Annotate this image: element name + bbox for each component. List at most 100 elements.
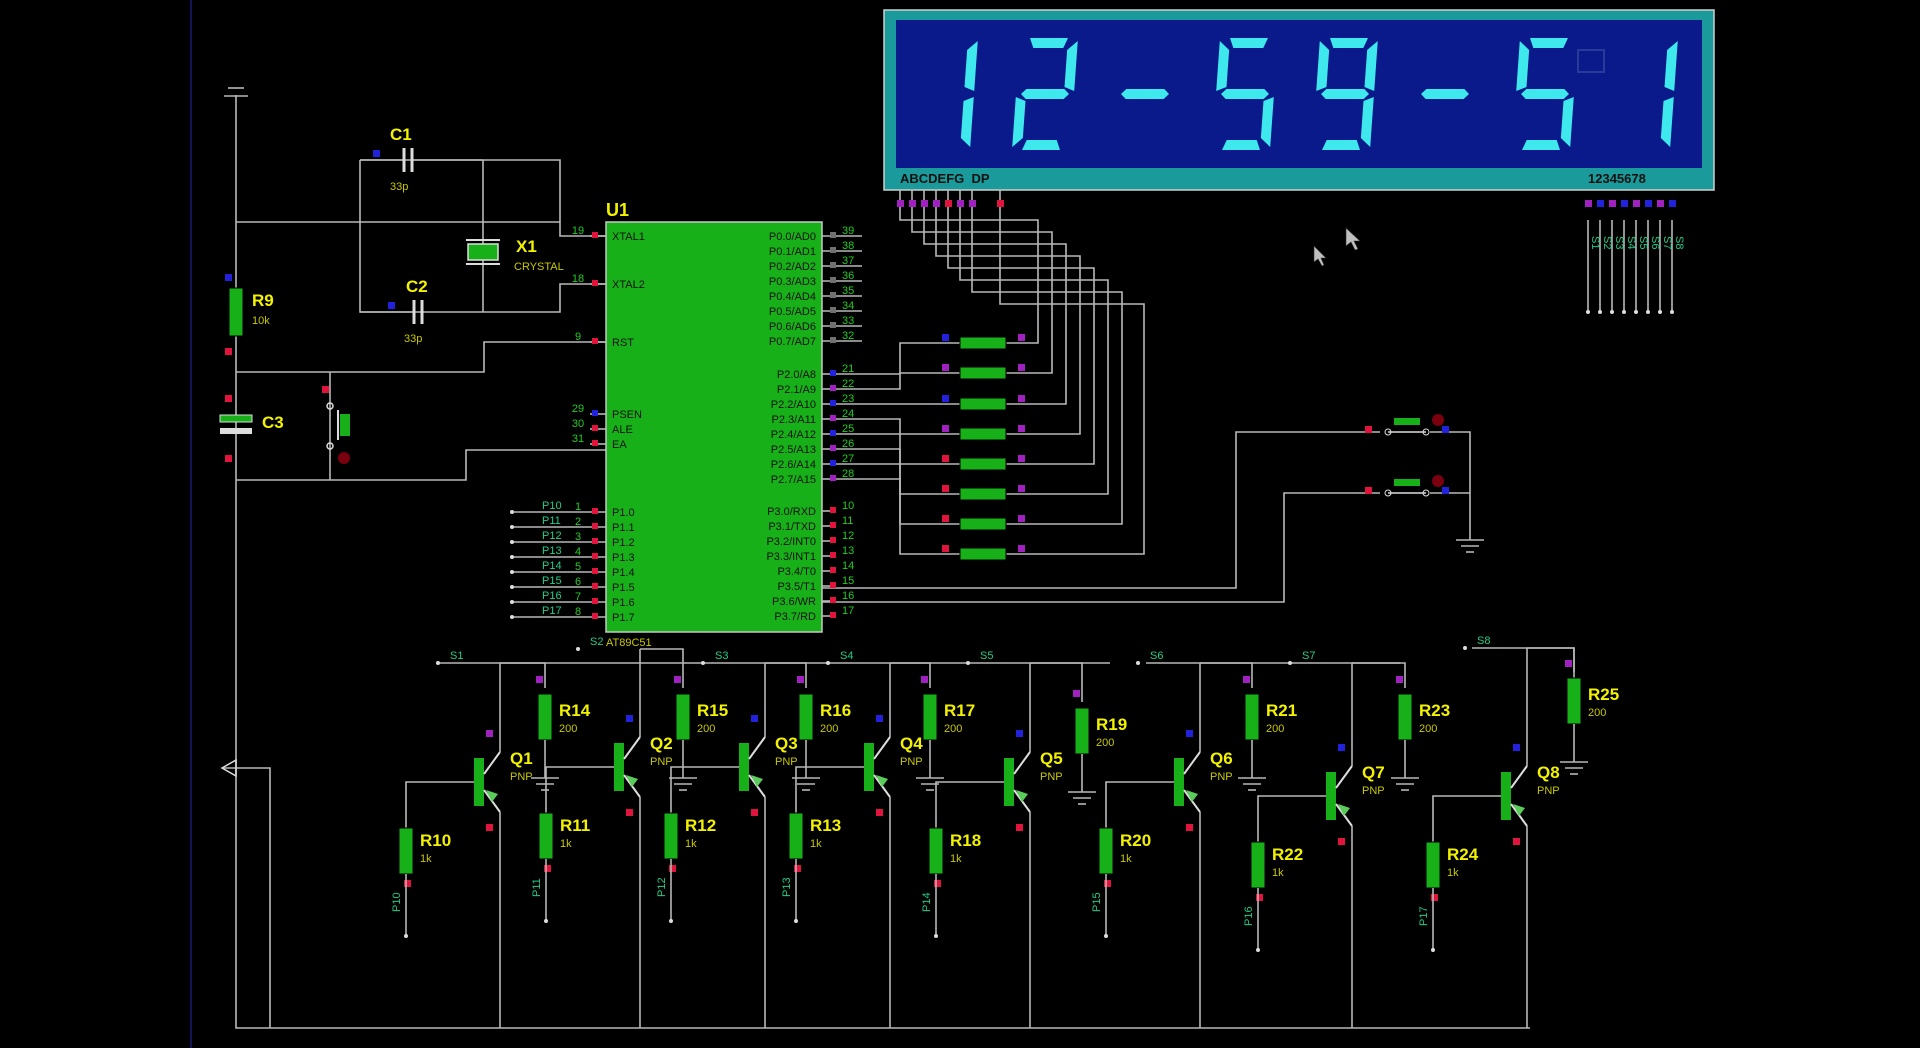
mcu-pin-number: 24 (842, 408, 854, 420)
transistor-ref: Q5 (1040, 749, 1063, 768)
mcu-pin-name: P1.0 (612, 507, 635, 519)
driver-net-label: S8 (1477, 635, 1490, 647)
resistor-r9[interactable]: R9 10k (225, 274, 274, 355)
mcu-pin-number: 31 (572, 433, 584, 445)
digit-net-label: S4 (1625, 236, 1637, 249)
mcu-pin-number: 32 (842, 330, 854, 342)
mcu-pin-number: 14 (842, 560, 854, 572)
mcu-pin-number: 17 (842, 605, 854, 617)
mcu-pin-name: P1.2 (612, 537, 635, 549)
transistor-type: PNP (650, 756, 673, 768)
driver-net-label: S6 (1150, 650, 1163, 662)
p1-net-label: P14 (542, 560, 562, 572)
collector-resistor-ref: R23 (1419, 701, 1450, 720)
mcu-pin-number: 8 (575, 606, 581, 618)
capacitor-c2[interactable]: C2 33p (360, 277, 428, 345)
collector-resistor-value: 200 (1096, 737, 1114, 749)
mcu-pin-name: P3.0/RXD (767, 506, 816, 518)
u1-ref: U1 (606, 200, 629, 220)
p1-net-label: P10 (542, 500, 562, 512)
capacitor-c3[interactable]: C3 (219, 395, 284, 462)
display-segment-labels: ABCDEFG DP (900, 171, 990, 186)
display-digit (1512, 38, 1589, 151)
mcu-pin-name: EA (612, 439, 627, 451)
mcu-pin-name: P1.7 (612, 612, 635, 624)
x1-ref: X1 (516, 237, 537, 256)
mcu-pin-name: P3.2/INT0 (766, 536, 816, 548)
mcu-pin-number: 25 (842, 423, 854, 435)
reset-button[interactable] (322, 386, 350, 464)
mcu-pin-name: P0.0/AD0 (769, 231, 816, 243)
display-digit (1612, 38, 1689, 151)
driver-net-label: S3 (715, 650, 728, 662)
crystal-x1[interactable]: X1 CRYSTAL (466, 237, 564, 273)
mcu-pin-name: P0.6/AD6 (769, 321, 816, 333)
base-net-label: P13 (781, 877, 793, 897)
mcu-pin-name: P3.3/INT1 (766, 551, 816, 563)
mcu-pin-number: 16 (842, 590, 854, 602)
transistor-ref: Q8 (1537, 763, 1560, 782)
mcu-pin-name: RST (612, 337, 634, 349)
base-resistor-value: 1k (1447, 867, 1459, 879)
digit-net-label: S8 (1673, 236, 1685, 249)
mcu-pin-name: XTAL2 (612, 279, 645, 291)
mcu-pin-number: 29 (572, 403, 584, 415)
mcu-pin-number: 1 (575, 501, 581, 513)
display-digit (1212, 38, 1289, 151)
mcu-pin-name: P2.3/A11 (772, 414, 816, 426)
p1-net-label: P12 (542, 530, 562, 542)
mcu-pin-number: 30 (572, 418, 584, 430)
transistor-ref: Q4 (900, 734, 923, 753)
mcu-pin-number: 35 (842, 285, 854, 297)
mcu-pin-number: 34 (842, 300, 854, 312)
base-net-label: P17 (1418, 906, 1430, 926)
p1-net-label: P17 (542, 605, 562, 617)
base-resistor-ref: R13 (810, 816, 841, 835)
p1-net-label: P15 (542, 575, 562, 587)
mcu-pin-name: P1.1 (612, 522, 635, 534)
driver-net-label: S4 (840, 650, 853, 662)
push-button-2[interactable] (1365, 475, 1449, 497)
ground-reference-arrow (220, 758, 237, 778)
transistor-type: PNP (1537, 785, 1560, 797)
push-button-1[interactable] (1365, 414, 1449, 436)
display-digit (1412, 38, 1489, 151)
capacitor-c1[interactable]: C1 33p (360, 125, 483, 193)
mcu-pin-number: 18 (572, 273, 584, 285)
base-resistor-value: 1k (950, 853, 962, 865)
transistor-type: PNP (1210, 771, 1233, 783)
mcu-pin-name: P3.5/T1 (777, 581, 816, 593)
collector-resistor-ref: R17 (944, 701, 975, 720)
mcu-pin-number: 15 (842, 575, 854, 587)
mcu-pin-name: P3.1/TXD (768, 521, 816, 533)
mcu-pin-number: 39 (842, 225, 854, 237)
wire-network (222, 87, 1673, 1029)
base-net-label: P11 (531, 878, 543, 897)
p1-net-label: P11 (542, 515, 561, 527)
display-digit (1112, 38, 1189, 151)
transistor-type: PNP (1362, 785, 1385, 797)
transistor-ref: Q2 (650, 734, 673, 753)
c2-value: 33p (404, 333, 422, 345)
mcu-pin-name: P2.5/A13 (771, 444, 816, 456)
mcu-pin-name: P1.6 (612, 597, 635, 609)
x1-value: CRYSTAL (514, 261, 564, 273)
base-resistor-ref: R24 (1447, 845, 1479, 864)
mcu-pin-number: 37 (842, 255, 854, 267)
mcu-pin-number: 23 (842, 393, 854, 405)
c1-value: 33p (390, 181, 408, 193)
mcu-pin-number: 13 (842, 545, 854, 557)
mcu-pin-name: P0.4/AD4 (769, 291, 816, 303)
mouse-cursor (1345, 227, 1361, 251)
mcu-pin-number: 12 (842, 530, 854, 542)
base-resistor-value: 1k (685, 838, 697, 850)
base-resistor-ref: R22 (1272, 845, 1303, 864)
